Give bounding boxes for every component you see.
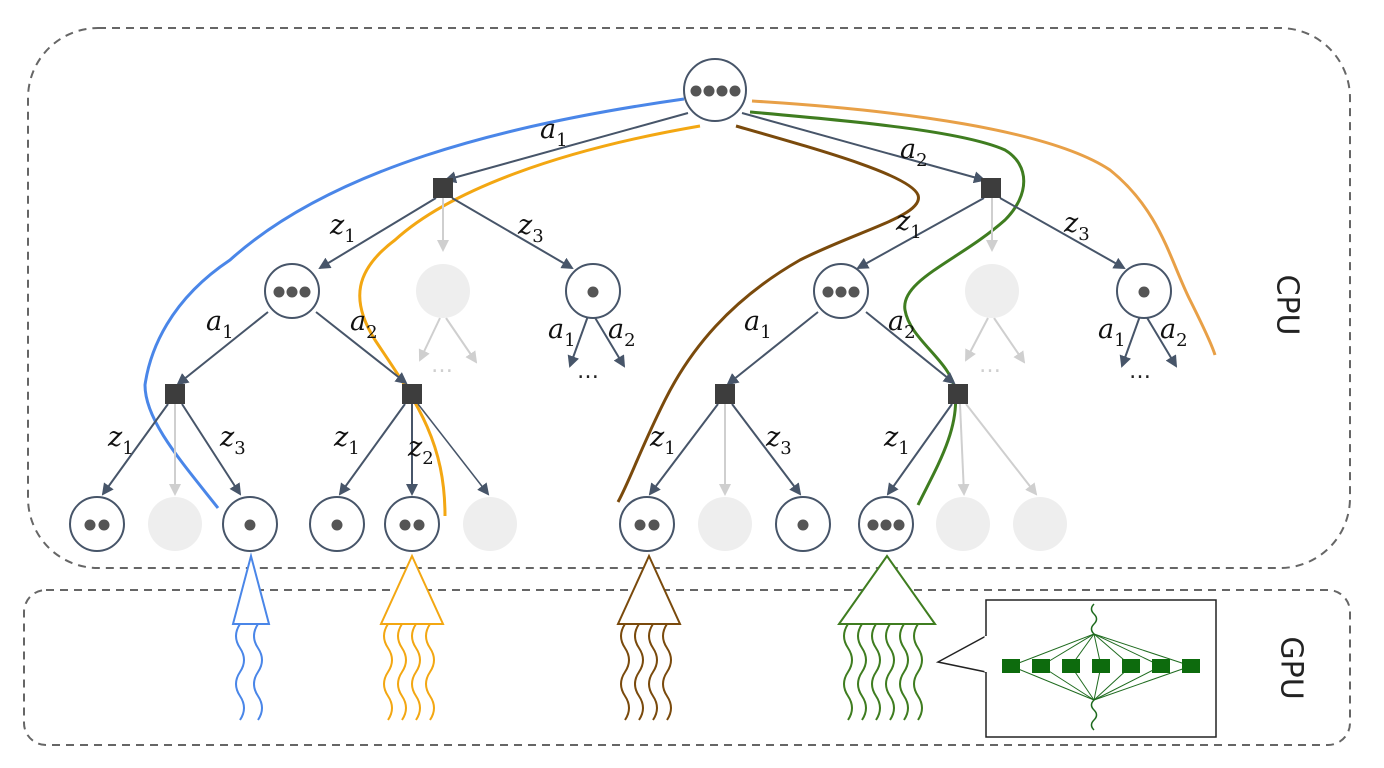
edge — [315, 311, 408, 385]
chance-node — [165, 384, 185, 404]
edge-label-a2: a2 — [350, 306, 378, 343]
leaf-node — [619, 496, 675, 552]
edge — [957, 403, 970, 496]
gpu-region — [23, 589, 1351, 746]
chance-node — [948, 384, 968, 404]
cpu-region — [27, 27, 1351, 569]
faded-node — [1013, 497, 1067, 551]
ellipsis-f2: … — [979, 353, 1001, 378]
edge — [445, 317, 478, 364]
edge — [965, 403, 1038, 496]
edge-label-z3: z3 — [1063, 208, 1090, 245]
edge-label-z3: z3 — [765, 422, 792, 459]
path-brown — [616, 124, 920, 503]
batch-brown — [616, 553, 682, 721]
edge — [726, 311, 819, 386]
chance-node — [715, 384, 735, 404]
faded-node — [936, 497, 990, 551]
edge — [417, 403, 490, 496]
edge — [593, 315, 626, 368]
edge — [886, 403, 953, 496]
edge-label-a1: a1 — [540, 114, 568, 151]
chance-node — [402, 384, 422, 404]
edge — [999, 197, 1126, 269]
chance-node — [981, 178, 1001, 198]
ellipsis-n4: … — [1129, 359, 1151, 384]
gpu-batches — [231, 552, 937, 721]
edge-label-z1: z1 — [895, 206, 922, 243]
path-blue — [143, 97, 685, 509]
edge-label-z1: z1 — [649, 422, 676, 459]
edge — [731, 403, 802, 496]
edge-label-z3: z3 — [517, 210, 544, 247]
edge-label-a2: a2 — [888, 306, 916, 343]
batch-yellow — [379, 553, 445, 721]
edge-label-a1: a1 — [1098, 314, 1126, 351]
faded-node — [148, 497, 202, 551]
path-yellow — [358, 124, 701, 517]
edge — [567, 315, 589, 368]
path-orange — [751, 99, 1217, 356]
edge — [176, 311, 269, 386]
edge — [338, 403, 406, 496]
chance-nodes — [165, 178, 1001, 404]
edge-label-a2: a2 — [900, 134, 928, 171]
edge — [741, 112, 986, 184]
edge-label-z1: z1 — [329, 210, 356, 247]
edge — [451, 197, 574, 270]
edge — [101, 403, 169, 496]
gpu-region-label: GPU — [1274, 636, 1309, 699]
edge — [1119, 315, 1141, 368]
edge-label-a2: a2 — [608, 314, 636, 351]
edge-label-z3: z3 — [219, 422, 246, 459]
cpu-region-label: CPU — [1270, 275, 1305, 336]
edge — [865, 311, 956, 385]
ellipses: … … … … — [431, 353, 1151, 384]
edge-labels: a1 a2 z1 z3 z1 z3 a1 a2 a1 a2 a1 a2 a1 a… — [107, 114, 1188, 469]
edge — [1145, 315, 1178, 368]
edge — [648, 403, 719, 496]
edge-label-a1: a1 — [548, 314, 576, 351]
edge-label-a2: a2 — [1160, 314, 1188, 351]
leaf-node — [384, 496, 440, 552]
edge — [965, 317, 989, 362]
edge-label-z1: z1 — [883, 422, 910, 459]
edge — [856, 197, 985, 269]
edge — [181, 403, 242, 496]
network-callout — [935, 599, 1217, 738]
edge-label-z2: z2 — [407, 432, 434, 469]
faded-node — [698, 497, 752, 551]
chance-node — [433, 178, 453, 198]
leaf-node — [69, 496, 125, 552]
ellipsis-f1: … — [431, 353, 453, 378]
faded-node — [416, 264, 470, 318]
state-nodes — [69, 58, 1172, 552]
edge — [444, 112, 689, 184]
edge-label-a1: a1 — [206, 306, 234, 343]
batch-blue — [231, 552, 271, 721]
batch-green — [837, 554, 937, 721]
faded-node — [965, 264, 1019, 318]
edge — [993, 317, 1026, 364]
edge-label-z1: z1 — [333, 422, 360, 459]
tree-edges — [101, 112, 1178, 496]
root-node — [683, 58, 747, 122]
edge — [318, 197, 437, 270]
edge — [418, 317, 441, 362]
faded-node — [463, 497, 517, 551]
edge-label-z1: z1 — [107, 422, 134, 459]
edge-label-a1: a1 — [744, 306, 772, 343]
ellipsis-n2: … — [577, 359, 599, 384]
